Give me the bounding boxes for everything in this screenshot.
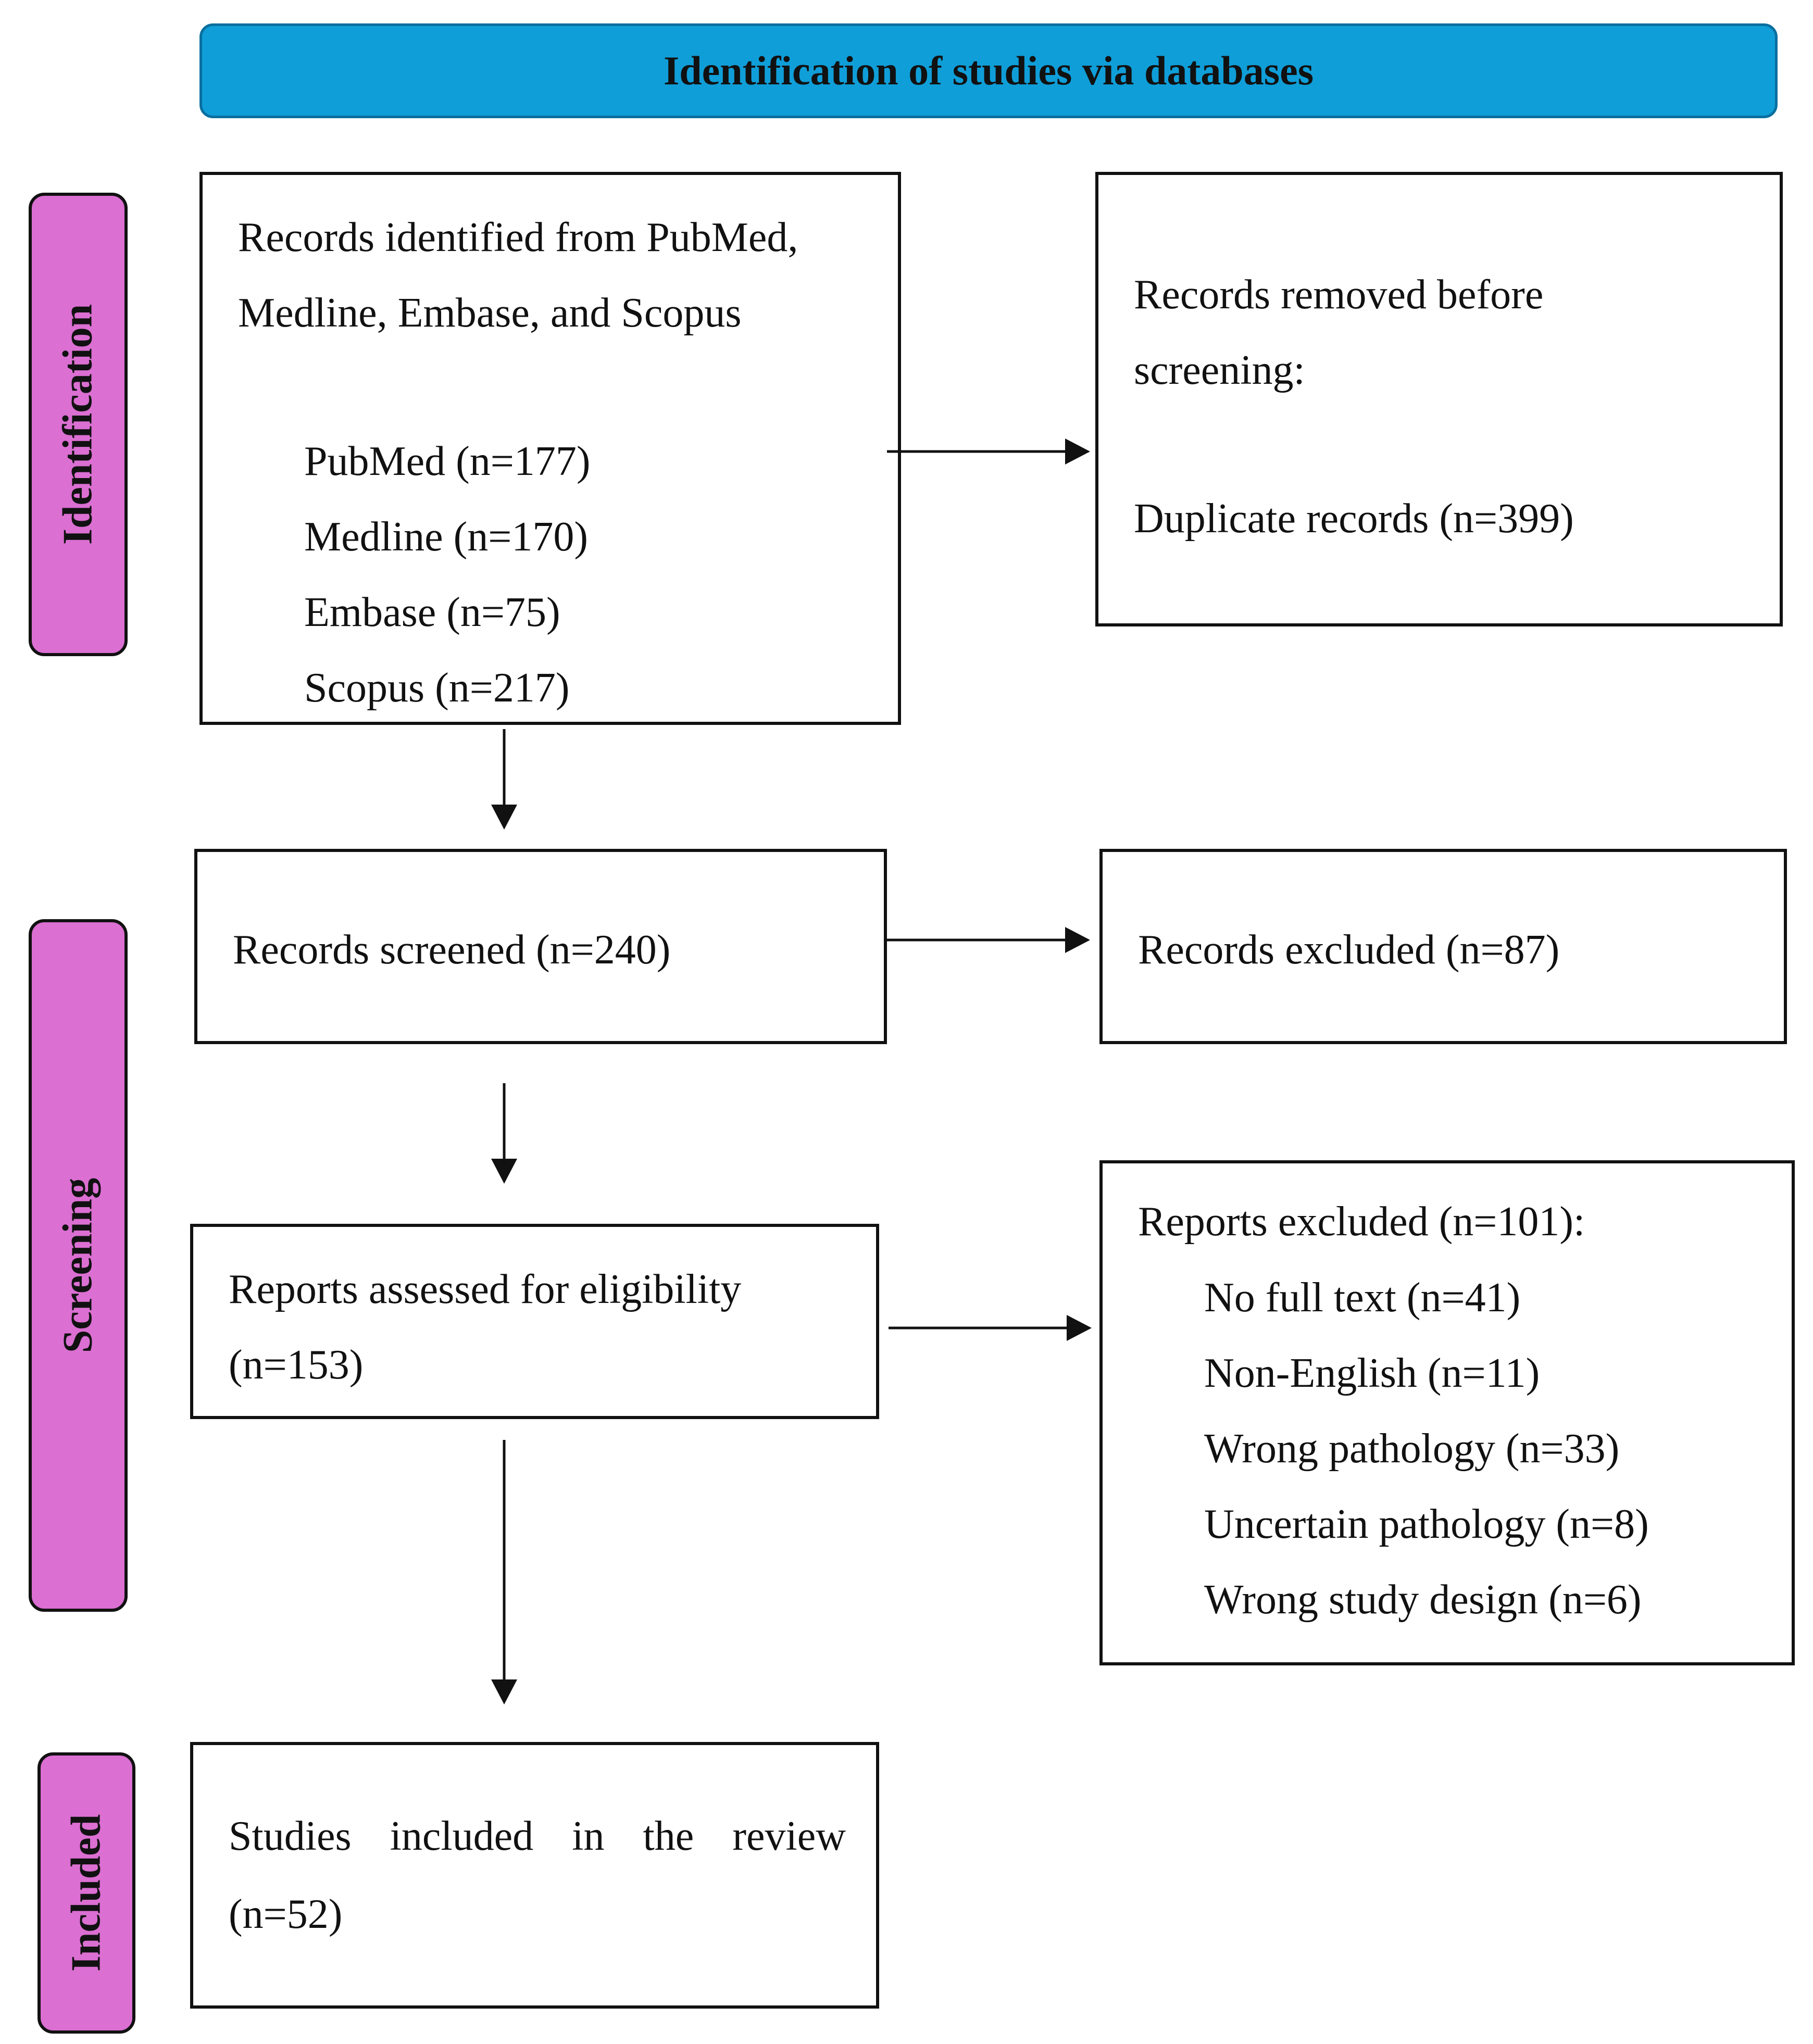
records-screened-label: Records screened (n=240) bbox=[233, 927, 671, 973]
records-removed-title-1: Records removed before bbox=[1134, 272, 1544, 318]
included-word-5: review bbox=[732, 1813, 846, 1859]
reports-assessed-box: Reports assessed for eligibility (n=153) bbox=[190, 1224, 879, 1419]
header-title: Identification of studies via databases bbox=[663, 48, 1314, 93]
arrowhead-to-removed bbox=[1065, 438, 1090, 465]
reason-no-full-text: No full text (n=41) bbox=[1204, 1275, 1521, 1321]
duplicate-records: Duplicate records (n=399) bbox=[1134, 496, 1574, 542]
reason-non-english: Non-English (n=11) bbox=[1204, 1350, 1540, 1396]
included-word-4: the bbox=[643, 1813, 694, 1859]
reason-wrong-pathology: Wrong pathology (n=33) bbox=[1204, 1426, 1620, 1472]
records-identified-box: Records identified from PubMed, Medline,… bbox=[199, 172, 901, 725]
studies-included-box: Studies included in the review (n=52) bbox=[190, 1742, 879, 2009]
studies-included-title-1: Studies included in the review bbox=[229, 1815, 846, 1857]
records-removed-box: Records removed before screening: Duplic… bbox=[1095, 172, 1783, 626]
included-word-1: Studies bbox=[229, 1813, 352, 1859]
source-scopus: Scopus (n=217) bbox=[304, 665, 570, 711]
source-medline: Medline (n=170) bbox=[304, 514, 588, 560]
arrowhead-to-reports-excluded bbox=[1067, 1315, 1092, 1341]
phase-screening-label: Screening bbox=[29, 919, 128, 1612]
included-word-3: in bbox=[572, 1813, 605, 1859]
records-removed-title-2: screening: bbox=[1134, 347, 1305, 393]
source-embase: Embase (n=75) bbox=[304, 590, 560, 635]
included-word-2: included bbox=[390, 1813, 534, 1859]
arrowhead-to-assessed bbox=[491, 1159, 517, 1184]
reports-assessed-title-1: Reports assessed for eligibility bbox=[229, 1266, 742, 1312]
reports-assessed-title-2: (n=153) bbox=[229, 1342, 364, 1388]
studies-included-title-2: (n=52) bbox=[229, 1891, 343, 1937]
reports-excluded-title: Reports excluded (n=101): bbox=[1138, 1199, 1585, 1245]
records-excluded-label: Records excluded (n=87) bbox=[1138, 927, 1560, 973]
arrowhead-to-included bbox=[491, 1679, 517, 1704]
phase-identification-label: Identification bbox=[29, 193, 128, 656]
header-banner: Identification of studies via databases bbox=[199, 23, 1778, 118]
reports-excluded-box: Reports excluded (n=101): No full text (… bbox=[1099, 1160, 1795, 1665]
records-excluded-box: Records excluded (n=87) bbox=[1099, 849, 1787, 1044]
arrowhead-to-records-excluded bbox=[1065, 927, 1090, 953]
records-identified-title-2: Medline, Embase, and Scopus bbox=[238, 290, 742, 336]
source-pubmed: PubMed (n=177) bbox=[304, 438, 591, 484]
records-identified-title-1: Records identified from PubMed, bbox=[238, 215, 798, 260]
reason-wrong-study-design: Wrong study design (n=6) bbox=[1204, 1577, 1642, 1623]
records-screened-box: Records screened (n=240) bbox=[194, 849, 887, 1044]
phase-included-label: Included bbox=[37, 1752, 135, 2034]
arrowhead-to-screened bbox=[491, 805, 517, 830]
reason-uncertain-pathology: Uncertain pathology (n=8) bbox=[1204, 1501, 1649, 1547]
